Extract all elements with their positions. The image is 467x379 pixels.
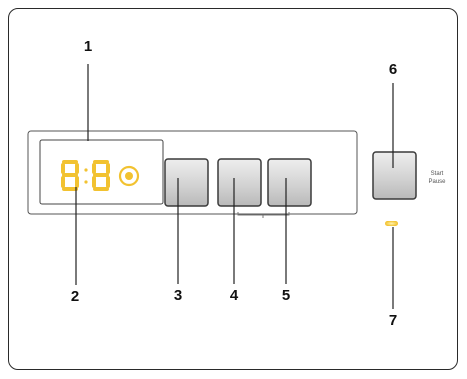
callout-4: 4 — [229, 287, 239, 304]
callout-1: 1 — [83, 38, 93, 55]
option-button-4[interactable] — [217, 158, 262, 207]
callout-7: 7 — [388, 312, 398, 329]
display-colon-dot — [84, 168, 88, 172]
display-digit-1 — [61, 160, 79, 191]
callout-6: 6 — [388, 61, 398, 78]
callout-2: 2 — [70, 288, 80, 305]
callout-3: 3 — [173, 287, 183, 304]
start-pause-button[interactable] — [372, 151, 417, 200]
diagram-frame — [8, 8, 458, 370]
start-indicator-lamp — [385, 221, 398, 226]
pause-caption-line: Pause — [428, 179, 446, 185]
display-window — [39, 139, 164, 205]
option-button-3[interactable] — [164, 158, 209, 207]
display-digit-2 — [92, 160, 110, 191]
callout-5: 5 — [281, 287, 291, 304]
display-status-icon — [118, 165, 140, 187]
start-pause-caption: Start Pause — [422, 170, 452, 186]
start-caption-line: Start — [430, 171, 444, 177]
display-colon-dot — [84, 180, 88, 184]
option-button-5[interactable] — [267, 158, 312, 207]
